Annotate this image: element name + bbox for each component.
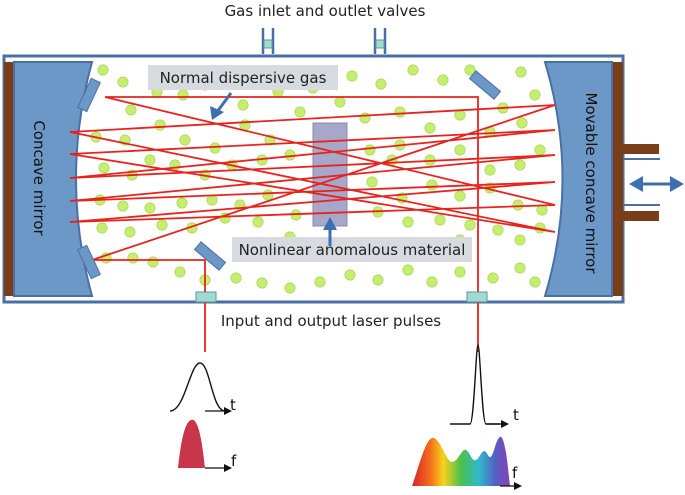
gas-particle (144, 202, 156, 214)
left-mirror-label: Concave mirror (30, 120, 48, 236)
gas-valves (261, 28, 387, 54)
gas-particle (529, 89, 541, 101)
gas-particle (529, 276, 541, 288)
gas-particle (515, 66, 527, 78)
normal-gas-label-box (148, 65, 338, 90)
gas-particle (177, 89, 189, 101)
gas-particle (237, 99, 249, 111)
output-frequency-axis-label: f (512, 464, 518, 482)
gas-particle (484, 164, 496, 176)
laser-windows (195, 291, 488, 303)
gas-particle (117, 76, 129, 88)
gas-valves-label: Gas inlet and outlet valves (225, 2, 426, 20)
gas-particle (256, 277, 268, 289)
output-time-axis-label: t (513, 406, 519, 424)
gas-particle (174, 266, 186, 278)
gas-particle (514, 262, 526, 274)
gas-particle (514, 159, 526, 171)
right-movable-concave-mirror (543, 61, 623, 297)
input-time-axis-label: t (230, 396, 236, 414)
gas-particle (156, 219, 168, 231)
gas-particle (124, 226, 136, 238)
output-pulse-time-plot: t (450, 344, 519, 428)
double-arrow-icon (629, 176, 684, 192)
gas-particle (284, 282, 296, 294)
laser-pulses-label: Input and output laser pulses (221, 312, 441, 330)
gas-particle (179, 134, 191, 146)
gas-particle (464, 64, 476, 76)
normal-gas-pointer-icon (210, 92, 233, 120)
gas-particle (230, 272, 242, 284)
gas-particle (512, 199, 524, 211)
gas-particle (454, 190, 466, 202)
gas-particle (407, 64, 419, 76)
gas-particle (359, 112, 371, 124)
gas-particle (534, 144, 546, 156)
gas-particle (209, 142, 221, 154)
gas-particle (402, 264, 414, 276)
gas-particle (117, 200, 129, 212)
input-spectrum-plot: f (178, 419, 237, 472)
gas-particle (492, 224, 504, 236)
gas-particle (454, 144, 466, 156)
gas-particle (402, 216, 414, 228)
gas-particle (262, 189, 274, 201)
gas-particle (294, 106, 306, 118)
gas-particle (426, 179, 438, 191)
gas-particle (372, 274, 384, 286)
material-pointer-icon (323, 217, 337, 246)
gas-particle (176, 197, 188, 209)
output-spectrum-plot: f (412, 436, 522, 490)
gas-particle (424, 122, 436, 134)
gas-particle (98, 162, 110, 174)
nonlinear-material-label-box (232, 237, 472, 262)
gas-particle (127, 252, 139, 264)
gas-particle (346, 70, 358, 82)
gas-particle (434, 214, 446, 226)
input-frequency-axis-label: f (231, 452, 237, 470)
steering-mirrors (77, 70, 502, 280)
gas-particle (144, 154, 156, 166)
gas-particle (344, 269, 356, 281)
gas-particle (394, 106, 406, 118)
gas-particle (464, 219, 476, 231)
valve-caps (263, 39, 385, 49)
nonlinear-material-label: Nonlinear anomalous material (239, 241, 466, 259)
gas-particle (375, 78, 387, 90)
gas-particle (437, 74, 449, 86)
gas-particle (334, 96, 346, 108)
gas-particle (154, 119, 166, 131)
input-pulse-time-plot: t (169, 362, 236, 415)
mirror-mount (623, 144, 660, 221)
gas-particle (125, 104, 137, 116)
normal-gas-label: Normal dispersive gas (160, 69, 327, 87)
gas-particle (147, 256, 159, 268)
right-mirror-label: Movable concave mirror (582, 93, 600, 275)
gas-particle (514, 234, 526, 246)
gas-particle (252, 216, 264, 228)
laser-beam-paths (69, 96, 556, 352)
left-concave-mirror (4, 61, 94, 297)
gas-particle (487, 272, 499, 284)
gas-particle (426, 276, 438, 288)
gas-particle (366, 176, 378, 188)
gas-particle (97, 64, 109, 76)
gas-particle (314, 276, 326, 288)
gas-particle (364, 144, 376, 156)
gas-particle (454, 266, 466, 278)
gas-particle (96, 222, 108, 234)
gas-particle (516, 117, 528, 129)
